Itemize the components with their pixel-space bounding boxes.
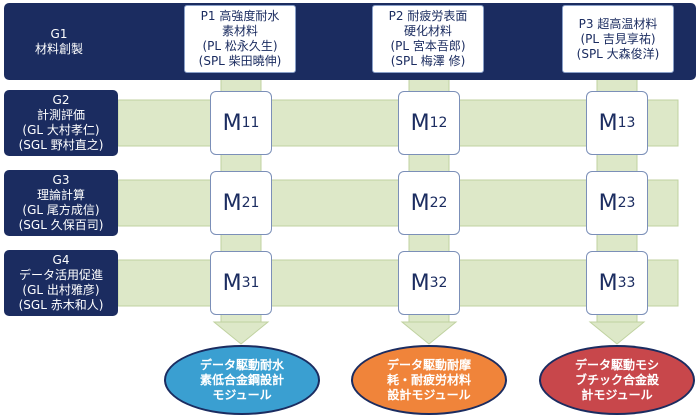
output-1-line1: データ駆動耐水 bbox=[199, 357, 284, 372]
output-2-line2: 耗・耐疲労材料 bbox=[386, 372, 471, 387]
output-3-line1: データ駆動モシ bbox=[574, 357, 659, 372]
group-g3-code: G3 bbox=[52, 173, 70, 187]
module-m13-sub: 13 bbox=[617, 115, 636, 131]
output-module-1: データ駆動耐水 素低合金鋼設計 モジュール bbox=[164, 345, 320, 415]
group-g2-code: G2 bbox=[52, 93, 70, 107]
project-p3-line3: (SPL 大森俊洋) bbox=[576, 46, 660, 61]
project-p1-line2: 素材料 bbox=[221, 24, 258, 38]
group-g1-name: 材料創製 bbox=[34, 41, 83, 56]
group-g4-name: データ活用促進 bbox=[18, 268, 103, 282]
output-1-line2: 素低合金鋼設計 bbox=[199, 372, 284, 387]
output-module-2: データ駆動耐摩 耗・耐疲労材料 設計モジュール bbox=[351, 345, 507, 415]
project-p1-line1: P1 高強度耐水 bbox=[200, 9, 280, 23]
module-m23-base: M bbox=[598, 190, 618, 216]
group-g4-code: G4 bbox=[52, 253, 70, 267]
project-p1-line3: (PL 松永久生) bbox=[202, 39, 278, 53]
module-m12-base: M bbox=[410, 110, 430, 136]
module-m22-base: M bbox=[410, 190, 430, 216]
group-g2-sublead: (SGL 野村直之) bbox=[18, 138, 104, 152]
module-m11-base: M bbox=[222, 110, 242, 136]
project-p2-line3: (PL 宮本吾郎) bbox=[390, 39, 466, 53]
module-m11-sub: 11 bbox=[241, 115, 260, 131]
group-g3-name: 理論計算 bbox=[36, 188, 85, 202]
output-3-line3: 計モジュール bbox=[581, 387, 653, 402]
module-m32-base: M bbox=[410, 270, 430, 296]
module-m33-base: M bbox=[598, 270, 618, 296]
group-g4-sublead: (SGL 赤木和人) bbox=[18, 298, 104, 312]
output-3-line2: ブチック合金設 bbox=[574, 372, 659, 387]
module-m21-base: M bbox=[222, 190, 242, 216]
project-box-p1: P1 高強度耐水 素材料 (PL 松永久生) (SPL 柴田曉伸) bbox=[184, 5, 296, 73]
group-g3-lead: (GL 尾方成信) bbox=[22, 203, 100, 217]
group-g3-sublead: (SGL 久保百司) bbox=[18, 218, 104, 232]
project-p2-line2: 硬化材料 bbox=[403, 24, 452, 38]
group-g4-lead: (GL 出村雅彦) bbox=[22, 283, 100, 297]
module-m32-sub: 32 bbox=[429, 275, 448, 291]
project-p2-line4: (SPL 梅澤 修) bbox=[390, 54, 466, 68]
module-m33-sub: 33 bbox=[617, 275, 636, 291]
module-m31-base: M bbox=[222, 270, 242, 296]
output-1-line3: モジュール bbox=[212, 387, 272, 402]
project-p3-line1: P3 超高温材料 bbox=[578, 16, 658, 31]
project-p1-line4: (SPL 柴田曉伸) bbox=[198, 54, 282, 68]
output-2-line1: データ駆動耐摩 bbox=[386, 357, 471, 372]
group-g2-box: G2 計測評価 (GL 大村孝仁) (SGL 野村直之) bbox=[4, 90, 118, 156]
module-m31-sub: 31 bbox=[241, 275, 260, 291]
project-p2-line1: P2 耐疲労表面 bbox=[388, 9, 468, 23]
group-g2-lead: (GL 大村孝仁) bbox=[22, 123, 100, 137]
module-m13-base: M bbox=[598, 110, 618, 136]
module-m22-sub: 22 bbox=[429, 195, 448, 211]
group-g3-box: G3 理論計算 (GL 尾方成信) (SGL 久保百司) bbox=[4, 170, 118, 236]
module-m21-sub: 21 bbox=[241, 195, 260, 211]
module-m23-sub: 23 bbox=[617, 195, 636, 211]
output-2-line3: 設計モジュール bbox=[387, 387, 471, 402]
group-g2-name: 計測評価 bbox=[36, 108, 85, 122]
project-box-p3: P3 超高温材料 (PL 吉見享祐) (SPL 大森俊洋) bbox=[562, 5, 674, 73]
project-box-p2: P2 耐疲労表面 硬化材料 (PL 宮本吾郎) (SPL 梅澤 修) bbox=[372, 5, 484, 73]
group-g4-box: G4 データ活用促進 (GL 出村雅彦) (SGL 赤木和人) bbox=[4, 250, 118, 316]
project-p3-line2: (PL 吉見享祐) bbox=[580, 31, 656, 46]
module-m12-sub: 12 bbox=[429, 115, 448, 131]
output-module-3: データ駆動モシ ブチック合金設 計モジュール bbox=[539, 345, 695, 415]
group-g1-code: G1 bbox=[50, 26, 68, 41]
